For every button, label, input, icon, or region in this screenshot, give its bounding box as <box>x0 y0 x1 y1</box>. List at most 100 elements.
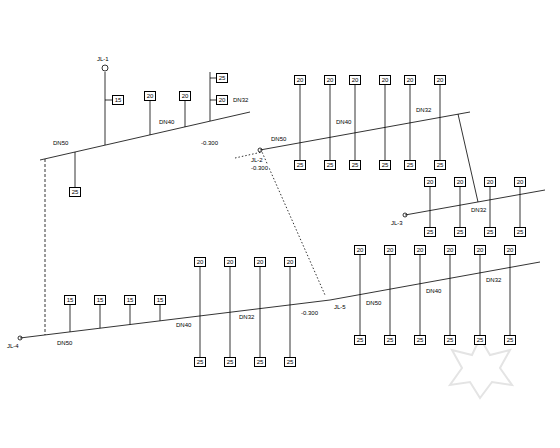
pipe-size: 15 <box>97 296 104 304</box>
fixture-box: 25 <box>504 335 517 345</box>
pipe-size: 25 <box>517 228 524 236</box>
fixture-box: 20 <box>179 91 192 101</box>
pipe-size: 20 <box>417 246 424 254</box>
riser-symbol <box>102 65 108 71</box>
branch-pipe <box>360 255 510 335</box>
fixture-box: 25 <box>404 160 417 170</box>
fixture-box: 20 <box>444 245 457 255</box>
pipe-size: 25 <box>407 161 414 169</box>
pipe-label: JL-3 <box>390 220 404 227</box>
pipe-size: 20 <box>219 96 226 104</box>
fixture-box: 20 <box>354 245 367 255</box>
fixture-box: 15 <box>94 295 107 305</box>
pipe-size: 25 <box>417 336 424 344</box>
pipe-label: JL-1 <box>96 56 110 63</box>
pipe-size: 20 <box>327 76 334 84</box>
pipe-size: 15 <box>67 296 74 304</box>
pipe-label: -0.300 <box>200 140 219 147</box>
riser-symbol <box>18 336 22 340</box>
pipe-size: 20 <box>437 76 444 84</box>
pipe-size: 25 <box>507 336 514 344</box>
riser-pipe <box>45 159 46 335</box>
pipe-size: 15 <box>115 96 122 104</box>
fixture-box: 20 <box>474 245 487 255</box>
pipe-label: -0.300 <box>250 165 269 172</box>
pipe-label: JL-2 <box>250 157 264 164</box>
pipe-size: 20 <box>227 258 234 266</box>
pipe-size: 20 <box>197 258 204 266</box>
fixture-box: 20 <box>454 177 467 187</box>
fixture-box: 15 <box>124 295 137 305</box>
pipe-size: 20 <box>357 246 364 254</box>
branch-pipe <box>70 267 290 357</box>
pipe-label: DN50 <box>52 140 69 147</box>
pipe-size: 25 <box>487 228 494 236</box>
pipe-size: 20 <box>352 76 359 84</box>
main-pipe <box>260 112 470 150</box>
pipe-size: 25 <box>457 228 464 236</box>
main-pipe <box>330 262 540 300</box>
pipe-size: 25 <box>437 161 444 169</box>
pipe-size: 15 <box>127 296 134 304</box>
branch-pipe <box>300 85 440 160</box>
fixture-box: 25 <box>484 227 497 237</box>
pipe-size: 20 <box>477 246 484 254</box>
fixture-box: 20 <box>514 177 527 187</box>
fixture-box: 25 <box>384 335 397 345</box>
pipe-size: 25 <box>352 161 359 169</box>
fixture-box: 20 <box>144 91 157 101</box>
pipe-size: 25 <box>382 161 389 169</box>
pipe-label: DN40 <box>175 322 192 329</box>
pipe-label: -0.300 <box>300 310 319 317</box>
fixture-box: 25 <box>216 73 229 83</box>
fixture-box: 20 <box>194 257 207 267</box>
pipe-size: 25 <box>427 228 434 236</box>
pipe-label: DN40 <box>335 119 352 126</box>
fixture-box: 20 <box>384 245 397 255</box>
dotted-pipe <box>235 152 325 295</box>
pipe-size: 25 <box>297 161 304 169</box>
connecting-pipe <box>458 114 478 202</box>
pipe-size: 20 <box>287 258 294 266</box>
pipe-size: 20 <box>147 92 154 100</box>
fixture-box: 25 <box>194 357 207 367</box>
pipe-size: 25 <box>72 188 79 196</box>
fixture-box: 25 <box>424 227 437 237</box>
pipe-label: JL-5 <box>333 304 347 311</box>
pipe-size: 20 <box>457 178 464 186</box>
pipe-label: DN50 <box>365 300 382 307</box>
pipe-size: 25 <box>287 358 294 366</box>
pipe-size: 20 <box>297 76 304 84</box>
pipe-label: DN32 <box>238 314 255 321</box>
branch-pipe <box>430 187 520 227</box>
pipe-label: DN32 <box>485 277 502 284</box>
pipe-size: 25 <box>327 161 334 169</box>
pipe-label: DN50 <box>56 340 73 347</box>
fixture-box: 25 <box>324 160 337 170</box>
fixture-box: 20 <box>216 95 229 105</box>
fixture-box: 25 <box>514 227 527 237</box>
pipe-label: DN40 <box>425 288 442 295</box>
fixture-box: 20 <box>284 257 297 267</box>
fixture-box: 25 <box>354 335 367 345</box>
pipe-size: 15 <box>157 296 164 304</box>
fixture-box: 20 <box>484 177 497 187</box>
fixture-box: 20 <box>224 257 237 267</box>
pipe-size: 25 <box>227 358 234 366</box>
pipe-size: 20 <box>257 258 264 266</box>
fixture-box: 20 <box>254 257 267 267</box>
fixture-box: 15 <box>154 295 167 305</box>
pipe-size: 25 <box>357 336 364 344</box>
fixture-box: 15 <box>64 295 77 305</box>
fixture-box: 25 <box>349 160 362 170</box>
pipe-label: JL-4 <box>6 343 20 350</box>
main-pipe <box>405 190 545 215</box>
fixture-box: 20 <box>414 245 427 255</box>
fixture-box: 20 <box>379 75 392 85</box>
fixture-box: 20 <box>349 75 362 85</box>
pipe-size: 20 <box>382 76 389 84</box>
fixture-box: 25 <box>454 227 467 237</box>
fixture-box: 25 <box>294 160 307 170</box>
